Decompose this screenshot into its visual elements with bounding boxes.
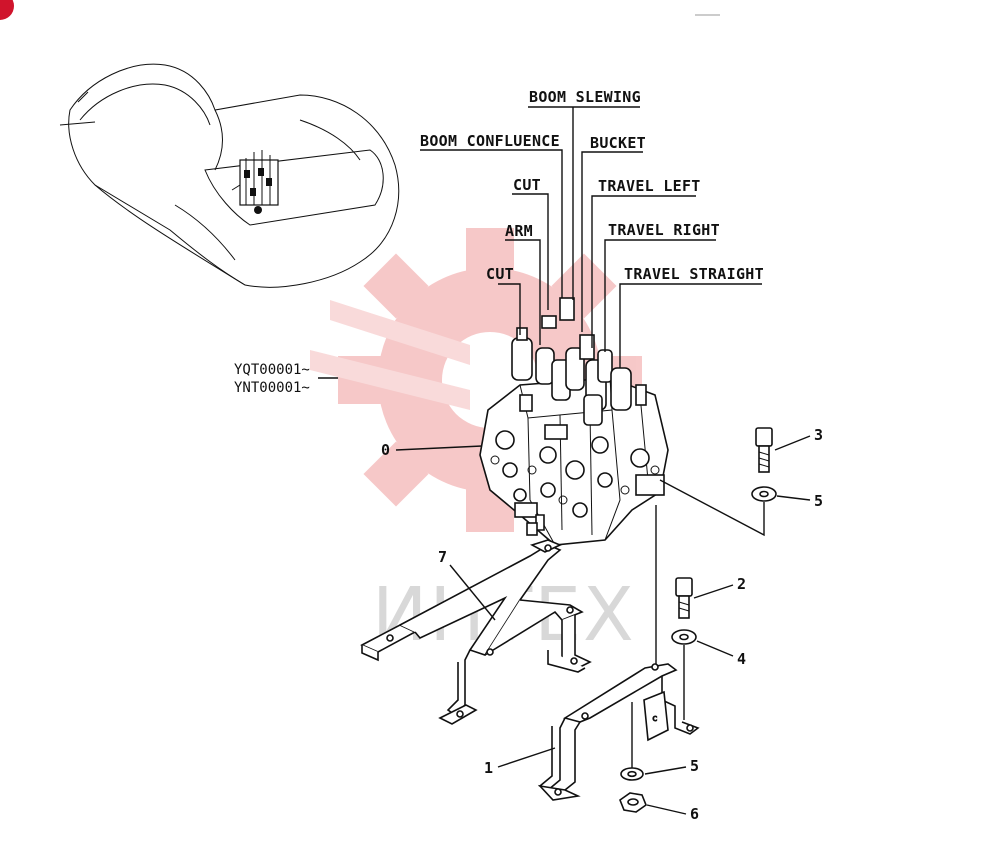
washer-part-5-upper [751,486,777,502]
corner-mark [0,0,14,20]
label-boom-confluence: BOOM CONFLUENCE [420,132,560,150]
label-leaders [420,106,762,368]
excavator-overview [59,63,400,288]
serial-line-1: YQT00001~ [234,362,310,378]
svg-text:c: c [652,714,657,724]
nut-part-6 [619,792,647,813]
bolt-part-2 [675,577,693,619]
label-travel-straight: TRAVEL STRAIGHT [624,265,764,283]
bracket-part-7 [360,539,592,725]
control-valve-assembly [479,297,669,546]
bolt-part-3 [755,427,773,473]
bolt3-install-line [659,479,765,537]
serial-line-2: YNT00001~ [234,380,310,396]
label-arm: ARM [505,222,533,240]
label-boom-slewing: BOOM SLEWING [529,88,641,106]
washer-part-4 [671,629,697,645]
part-number-6: 6 [690,805,699,823]
part-number-3: 3 [814,426,823,444]
part-number-4: 4 [737,650,746,668]
part-number-0: 0 [381,441,390,459]
bracket-part-1: c [537,663,700,801]
washer-part-5-lower [620,767,644,781]
label-bucket: BUCKET [590,134,646,152]
label-travel-left: TRAVEL LEFT [598,177,701,195]
label-travel-right: TRAVEL RIGHT [608,221,720,239]
part-number-2: 2 [737,575,746,593]
part-number-5-lower: 5 [690,757,699,775]
part-number-7: 7 [438,548,447,566]
valve-location-mini [231,150,279,214]
part-number-1: 1 [484,759,493,777]
part-number-5-upper: 5 [814,492,823,510]
label-cut-top: CUT [513,176,541,194]
label-cut-lower: CUT [486,265,514,283]
